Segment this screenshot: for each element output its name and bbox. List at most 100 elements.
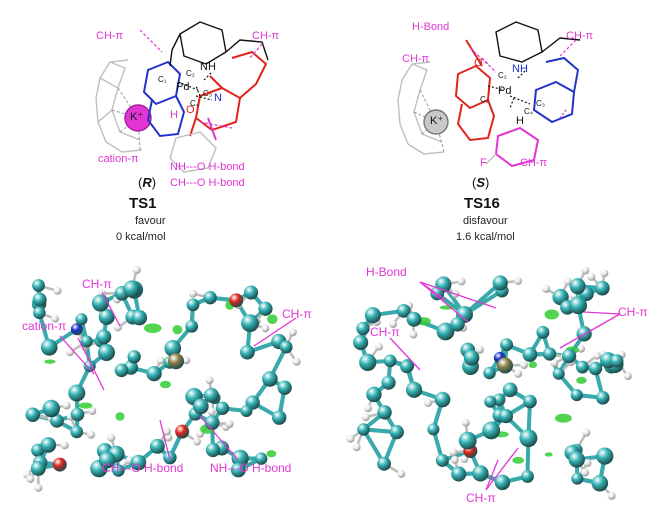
ts16-nci-surface: [512, 456, 525, 464]
ts16-energy: 1.6 kcal/mol: [456, 231, 515, 243]
ts1-k-label: K⁺: [130, 111, 144, 123]
ts1-carbon-atom: [205, 442, 221, 458]
ts1-carbon-atom: [185, 319, 199, 333]
ts16-ch-pi-label-bottom: CH-π: [520, 157, 548, 169]
ts16-hydrogen-atom: [364, 404, 373, 413]
ts1-hydrogen-atom: [88, 407, 97, 416]
ts1-ch-pi-label-left: CH-π: [96, 30, 124, 42]
ts16-carbon-atom: [357, 423, 370, 436]
ts16-c1-label: C₁: [480, 95, 489, 104]
ts16-carbon-atom: [383, 354, 397, 368]
ts16-carbon-atom: [596, 391, 610, 405]
ts1-carbon-atom: [230, 462, 246, 478]
ts16-carbon-atom: [450, 316, 465, 332]
ts1-nci-surface: [172, 324, 183, 335]
ts16-carbon-atom: [523, 394, 537, 409]
bottom-right-hbond-label: H-Bond: [366, 265, 407, 279]
ts16-c3-label: C₃: [536, 99, 546, 108]
ts1-ch-pi-label-right: CH-π: [252, 30, 280, 42]
ts1-palladium-atom: [168, 353, 184, 370]
ts1-carbon-atom: [215, 401, 230, 415]
ts16-hydrogen-atom: [361, 413, 370, 422]
ts1-carbon-atom: [40, 437, 57, 453]
ts16-carbon-atom: [463, 350, 480, 366]
ts16-carbon-atom: [377, 456, 392, 471]
ts16-carbon-atom: [575, 360, 589, 374]
ts1-carbon-atom: [164, 339, 182, 357]
ts1-hydrogen-atom: [225, 420, 234, 429]
ts1-backbone-ring: [169, 21, 269, 67]
ts16-nci-surface: [544, 452, 553, 457]
ts1-carbon-atom: [33, 306, 46, 320]
ts16-carbon-atom: [381, 375, 396, 390]
ts16-carbon-atom: [522, 347, 538, 362]
ts16-k-label: K⁺: [430, 115, 444, 127]
ts16-carbon-atom: [498, 408, 514, 424]
ts1-carbon-atom: [146, 365, 162, 382]
ts16-hydrogen-atom: [409, 330, 418, 339]
ts16-hydrogen-atom: [389, 319, 398, 328]
ts16-nci-surface: [554, 413, 572, 423]
bottom-left-ch-pi-label-right: CH-π: [282, 307, 312, 321]
ts16-carbon-atom: [377, 405, 392, 420]
bottom-left-nh-o-hbond-label: NH---O H-bond: [210, 461, 292, 475]
ts1-structure: [95, 21, 269, 173]
ts16-carbon-atom: [594, 280, 610, 296]
ts1-configuration-letter: R: [142, 175, 152, 190]
ts1-carbon-atom: [91, 294, 110, 312]
ts1-hydrogen-atom: [188, 289, 197, 298]
ts1-nci-surface: [78, 402, 93, 409]
ts16-crown-ether: [397, 61, 445, 155]
ts16-hydrogen-atom: [563, 277, 572, 286]
ts1-carbon-atom: [97, 343, 116, 362]
ts1-hydrogen-atom: [192, 437, 201, 446]
ts16-carbon-atom: [542, 347, 557, 361]
ts1-pd-atom: Pd: [176, 81, 190, 93]
ts16-carbon-atom: [400, 359, 414, 374]
ts16-carbon-atom: [569, 296, 588, 315]
ts1-carbon-atom: [130, 454, 147, 471]
bottom-left-ch-o-hbond-label: CH---O H-bond: [102, 461, 184, 475]
ts16-carbon-atom: [458, 431, 477, 450]
ts16-hydrogen-atom: [352, 443, 361, 452]
ts1-nci-surface: [115, 412, 125, 421]
ts16-carbon-atom: [536, 325, 550, 339]
ts1-carbon-atom: [149, 438, 165, 454]
ts1-carbon-atom: [40, 338, 58, 356]
ts1-carbon-atom: [68, 384, 86, 402]
ts1-oxygen-atom: [229, 293, 244, 308]
ts1-hydrogen-atom: [205, 376, 214, 385]
ts16-carbon-atom: [364, 307, 381, 324]
ts1-carbon-atom: [123, 280, 141, 298]
ts1-carbon-atom: [25, 407, 40, 422]
ts16-carbon-atom: [434, 391, 451, 408]
ts1-nh-o-hbond-label: NH---O H-bond: [170, 161, 245, 173]
ts1-carbon-atom: [50, 413, 64, 428]
ts1-carbon-atom: [241, 314, 259, 333]
ts1-carbon-atom: [80, 335, 93, 348]
ts16-name: TS16: [464, 195, 500, 212]
ts16-ch-pi-label-right: CH-π: [566, 30, 594, 42]
ts16-hydrogen-atom: [593, 351, 602, 360]
ts16-hydrogen-atom: [520, 361, 529, 370]
ts16-hydrogen-atom: [397, 469, 406, 478]
ts16-hydrogen-atom: [542, 284, 551, 293]
ts1-hydrogen-atom: [60, 441, 69, 450]
ts16-carbon-atom: [436, 322, 455, 341]
ts16-carbon-atom: [596, 447, 614, 465]
ts1-preference: favour: [135, 215, 166, 227]
ts16-hydrogen-atom: [461, 418, 470, 427]
bottom-right-ch-pi-label-bottom: CH-π: [466, 491, 496, 505]
ts1-hydrogen-atom: [288, 328, 297, 337]
ts16-carbon-atom: [435, 453, 449, 467]
ts1-magenta-aryl: [169, 131, 217, 173]
ts1-hydrogen-atom: [162, 427, 171, 436]
ts1-nci-surface: [160, 380, 171, 389]
ts16-carbon-atom: [389, 424, 404, 440]
ts1-oxygen-atom: [52, 457, 67, 472]
ts16-pd-atom: Pd: [498, 85, 512, 97]
ts16-hydrogen-atom: [514, 276, 523, 285]
ts1-carbon-atom: [186, 298, 200, 312]
ts1-carbon-atom: [203, 387, 219, 403]
